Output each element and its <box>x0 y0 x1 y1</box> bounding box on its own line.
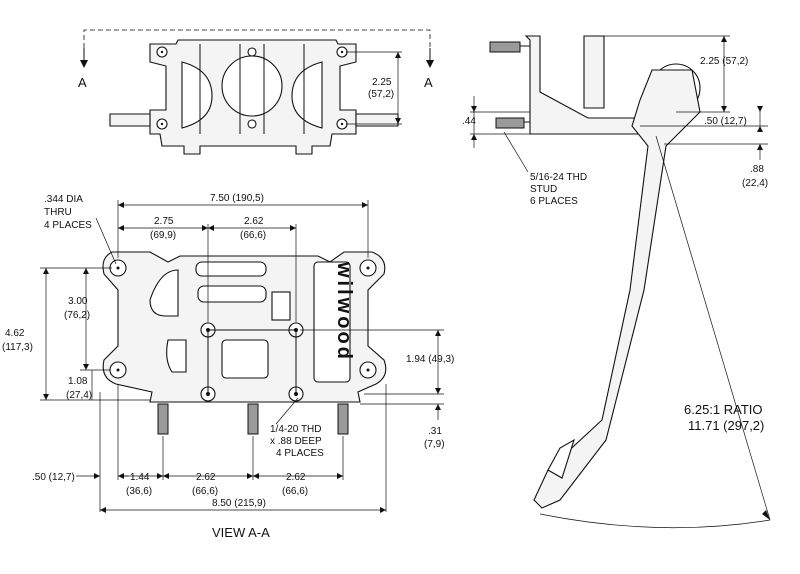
stud-right <box>337 403 349 435</box>
dim-top-height-mm: (57,2) <box>368 89 394 100</box>
view-a-a: wilwood 7.50 (190,5) 2.75 (69,9) <box>2 193 454 540</box>
pivot-barrel <box>221 55 283 117</box>
section-marker-left: A <box>78 75 87 90</box>
section-line <box>83 29 431 48</box>
dim-stud-offset-mm: (7,9) <box>424 439 445 450</box>
dim-hole-bottom-mm: (27,4) <box>66 390 92 401</box>
side-view: 2.25 (57,2) .50 (12,7) .88 (22,4) .44 5/… <box>462 35 771 529</box>
brand-logo: wilwood <box>333 261 355 362</box>
dim-stud-3-mm: (66,6) <box>282 486 308 497</box>
stud-callout-3: 6 PLACES <box>530 196 578 207</box>
dim-side-height: 2.25 (57,2) <box>700 56 748 67</box>
stud-callout-2: STUD <box>530 184 557 195</box>
stud-callout-1: 5/16-24 THD <box>530 172 587 183</box>
side-stud-top <box>489 41 521 53</box>
dim-side-44: .44 <box>462 116 476 127</box>
tapped-callout-1: 1/4-20 THD <box>270 424 322 435</box>
dim-side-88-in: .88 <box>750 164 764 175</box>
side-stud-bottom <box>495 117 525 129</box>
ratio-callout-1: 6.25:1 RATIO <box>684 402 763 417</box>
dim-right-height: 1.94 (49,3) <box>406 354 454 365</box>
dim-hole-left-in: 2.75 <box>154 216 174 227</box>
dim-hole-vert-mm: (76,2) <box>64 310 90 321</box>
dim-stud-2-mm: (66,6) <box>192 486 218 497</box>
dim-base-width: 8.50 (215,9) <box>212 498 266 509</box>
dim-hole-center-in: 2.62 <box>244 216 264 227</box>
dim-overall-height-mm: (117,3) <box>2 342 33 353</box>
section-marker-right: A <box>424 75 433 90</box>
holes-callout-2: THRU <box>44 207 72 218</box>
dim-stud-2-in: 2.62 <box>196 472 216 483</box>
view-label: VIEW A-A <box>212 525 270 540</box>
dim-hole-vert-in: 3.00 <box>68 296 88 307</box>
dim-stud-offset-in: .31 <box>428 426 442 437</box>
dim-stud-1-in: 1.44 <box>130 472 150 483</box>
dim-top-height-in: 2.25 <box>372 77 392 88</box>
holes-callout-1: .344 DIA <box>44 194 83 205</box>
dim-left-margin: .50 (12,7) <box>32 472 75 483</box>
tapped-callout-3: 4 PLACES <box>276 448 324 459</box>
stud-left <box>157 403 169 435</box>
dim-stud-3-in: 2.62 <box>286 472 306 483</box>
ratio-callout-2: 11.71 (297,2) <box>688 418 764 433</box>
dim-stud-1-mm: (36,6) <box>126 486 152 497</box>
dim-overall-width: 7.50 (190,5) <box>210 193 264 204</box>
dim-hole-left-mm: (69,9) <box>150 230 176 241</box>
dim-hole-bottom-in: 1.08 <box>68 376 88 387</box>
top-view: A A 2.25 (57,2) <box>78 29 434 155</box>
holes-callout-3: 4 PLACES <box>44 220 92 231</box>
pedal-arm <box>533 69 701 509</box>
dim-overall-height-in: 4.62 <box>5 328 25 339</box>
dim-side-50: .50 (12,7) <box>704 116 747 127</box>
side-bracket <box>524 35 641 135</box>
dim-hole-center-mm: (66,6) <box>240 230 266 241</box>
stud-middle <box>247 403 259 435</box>
tapped-callout-2: x .88 DEEP <box>270 436 322 447</box>
dim-side-88-mm: (22,4) <box>742 178 768 189</box>
